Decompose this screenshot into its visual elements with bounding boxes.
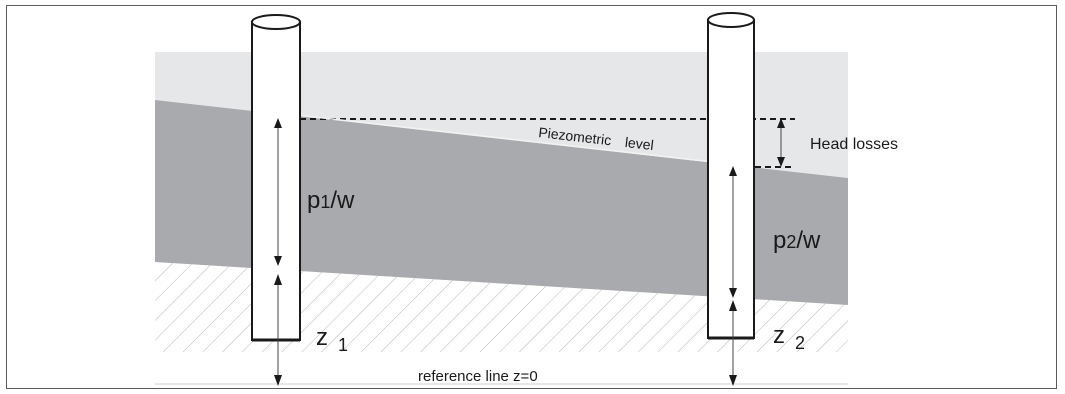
well-1 xyxy=(251,14,301,342)
arrowhead-down-icon xyxy=(729,288,737,298)
reference-line-label: reference line z=0 xyxy=(418,368,538,385)
arrowhead-up-icon xyxy=(274,274,282,285)
head-losses-label: Head losses xyxy=(810,136,898,153)
p2-label: p2/w xyxy=(773,227,821,254)
piezometric-slope-line xyxy=(269,111,723,164)
arrowhead-down-icon xyxy=(777,157,785,167)
figure-frame xyxy=(6,5,1057,389)
arrowhead-up-icon xyxy=(729,166,737,176)
arrowhead-down-icon xyxy=(274,256,282,266)
aquifer-layer xyxy=(155,100,848,305)
arrowhead-down-icon xyxy=(729,375,737,386)
p1-label: p1/w xyxy=(307,187,355,214)
arrowhead-up-icon xyxy=(274,118,282,128)
well-2 xyxy=(707,12,755,340)
arrowhead-up-icon xyxy=(777,118,785,128)
arrowhead-up-icon xyxy=(729,300,737,311)
hatched-ground-layer xyxy=(155,262,848,352)
arrowhead-down-icon xyxy=(274,375,282,386)
upper-soil-layer xyxy=(155,52,848,178)
